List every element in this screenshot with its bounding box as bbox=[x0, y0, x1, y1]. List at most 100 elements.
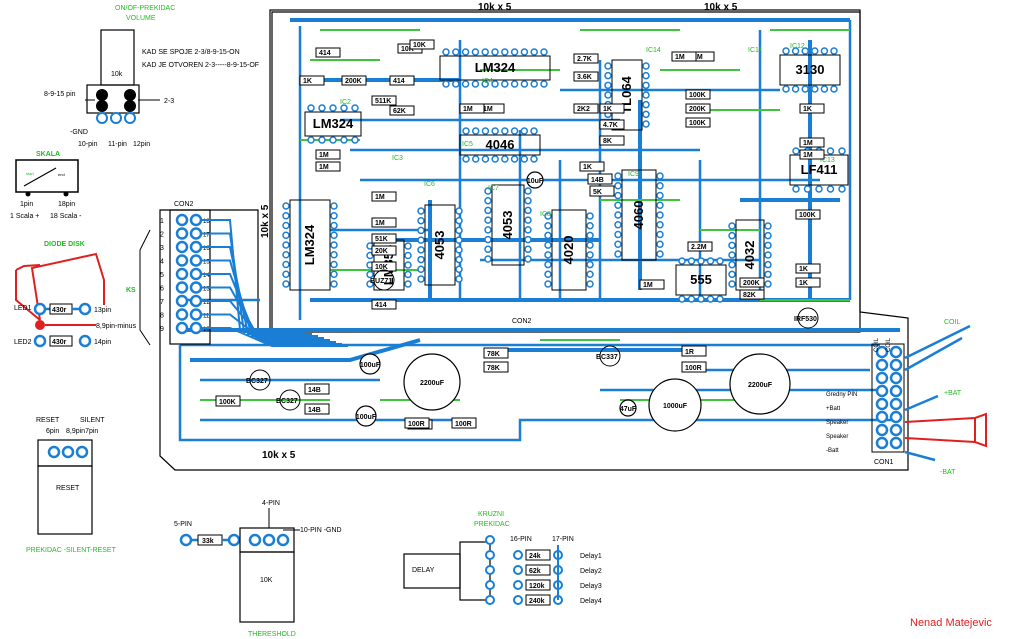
resistor-label: 1M bbox=[483, 106, 493, 113]
resistor bbox=[579, 161, 605, 172]
con2-pin-left-label: 5 bbox=[160, 272, 164, 279]
delay-resistor bbox=[525, 549, 551, 561]
capacitor-label: 10uF bbox=[527, 178, 544, 185]
resistor-label: 4.7K bbox=[603, 122, 618, 129]
ic-pin bbox=[461, 48, 470, 56]
resistor-label: 2.7K bbox=[577, 56, 592, 63]
ic-pin bbox=[728, 241, 736, 250]
ic-pin bbox=[340, 104, 348, 112]
ic-pin bbox=[524, 235, 532, 244]
con2-trace bbox=[201, 286, 330, 341]
resistor-label: 1M bbox=[463, 106, 473, 113]
diode-r2 bbox=[49, 335, 73, 347]
ic-pin bbox=[614, 201, 622, 209]
con1-pin bbox=[889, 358, 903, 372]
ic-pin bbox=[471, 127, 480, 135]
ic-pin bbox=[656, 250, 664, 258]
ic-body bbox=[304, 111, 362, 137]
con2-pin-right-label: 11 bbox=[203, 314, 210, 320]
delay-item-label: Delay1 bbox=[580, 553, 602, 560]
ic-pin bbox=[455, 226, 463, 235]
resistor-label: 78K bbox=[487, 365, 500, 372]
ic-pin bbox=[501, 155, 509, 163]
con2-pin bbox=[175, 213, 189, 227]
ic-pin bbox=[614, 240, 622, 248]
ic-pin bbox=[501, 80, 509, 88]
resistor-label: 1M bbox=[803, 140, 813, 147]
resistor bbox=[685, 117, 711, 128]
ic-pin bbox=[307, 136, 315, 144]
ic-pin bbox=[524, 196, 532, 205]
delay-pad bbox=[513, 595, 523, 605]
ic-label: LM324 bbox=[475, 60, 516, 75]
threshold-block: 4-PIN 5-PIN 33k 10-PIN -GND 10K THERESHO… bbox=[174, 500, 342, 638]
con2-pin-left-label: 4 bbox=[160, 259, 164, 266]
ic-pin bbox=[330, 251, 338, 259]
ic-pin bbox=[484, 187, 492, 195]
resistor bbox=[687, 241, 713, 252]
ic-body bbox=[675, 264, 727, 296]
con2-pin bbox=[189, 308, 203, 321]
ic-pin bbox=[642, 81, 650, 90]
ic-ref-label: IC8 bbox=[540, 211, 551, 218]
con2-pin bbox=[189, 213, 203, 227]
ic-pin bbox=[484, 255, 492, 263]
ic-pin bbox=[462, 155, 470, 163]
ic-pin bbox=[678, 295, 686, 303]
ic-label: 555 bbox=[690, 272, 712, 287]
resistor-label: 1K bbox=[603, 106, 612, 113]
threshold-r-label: 33k bbox=[202, 538, 214, 545]
volume-pin-8915: 8-9-15 pin bbox=[44, 91, 76, 98]
resistor-label: 14B bbox=[308, 407, 321, 414]
ic-pin bbox=[642, 71, 650, 80]
ic-label: 4053 bbox=[432, 231, 447, 260]
con2-pin bbox=[175, 308, 189, 321]
resistor-label: 2K2 bbox=[577, 106, 590, 113]
ic-pin bbox=[811, 47, 819, 55]
ic-pin bbox=[687, 257, 696, 265]
capacitor bbox=[619, 399, 637, 417]
ic-pin bbox=[510, 155, 519, 163]
con1-pin bbox=[875, 436, 889, 450]
con2-pin bbox=[175, 240, 189, 254]
transistor bbox=[797, 307, 819, 329]
ic-pin bbox=[586, 231, 594, 240]
ic-pin bbox=[481, 127, 490, 135]
con1-body bbox=[871, 343, 905, 453]
ic-pin bbox=[586, 270, 594, 279]
resistor bbox=[483, 361, 509, 373]
ic-pin bbox=[330, 231, 338, 239]
reset-pins: 6pin bbox=[46, 428, 59, 435]
ic-pin bbox=[282, 251, 290, 259]
ic-pin bbox=[282, 270, 290, 278]
ic-pin bbox=[530, 127, 538, 135]
ic-pin bbox=[330, 260, 338, 269]
con1-pin bbox=[889, 384, 903, 398]
ic-pin bbox=[728, 260, 736, 269]
ic-pin bbox=[782, 85, 790, 93]
delay-pad bbox=[513, 580, 523, 590]
con2-pin-right-label: 17 bbox=[203, 233, 210, 239]
ic-ref-label: IC11 bbox=[748, 47, 762, 54]
ks-bracket bbox=[139, 229, 151, 346]
con2-pin-right-label: 15 bbox=[203, 260, 210, 266]
ic-pin bbox=[820, 85, 829, 93]
con2-pin bbox=[189, 321, 203, 335]
ic-pin bbox=[716, 257, 724, 265]
ic-pin bbox=[484, 235, 492, 244]
diode-r1-label: 430r bbox=[52, 307, 67, 314]
ic-pin bbox=[544, 231, 552, 240]
skala-meter-right: end bbox=[58, 172, 65, 177]
resistor-label: 414 bbox=[375, 302, 387, 309]
delay-resistor bbox=[525, 564, 551, 576]
ic-pin bbox=[318, 104, 326, 112]
ic-pin bbox=[697, 295, 705, 303]
ic-body bbox=[621, 169, 657, 261]
volume-pad-4 bbox=[124, 100, 136, 112]
ic-pin bbox=[614, 221, 622, 229]
ic-label: LM324 bbox=[313, 116, 354, 131]
resistor bbox=[573, 71, 599, 82]
con1-pin bbox=[875, 410, 889, 424]
diode-led2: LED2 bbox=[14, 339, 32, 346]
